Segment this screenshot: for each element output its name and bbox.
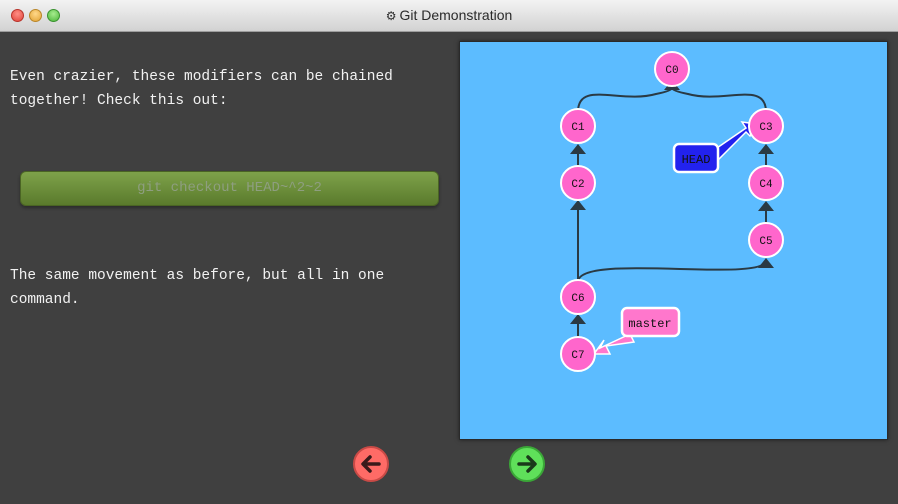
commit-c1-label: C1 <box>571 122 585 134</box>
lesson-outro-text: The same movement as before, but all in … <box>10 268 385 308</box>
head-ref[interactable]: HEAD <box>672 121 758 174</box>
commit-c3[interactable]: C3 <box>748 108 784 144</box>
commit-c3-label: C3 <box>759 122 772 134</box>
minimize-window-button[interactable] <box>29 9 42 22</box>
previous-button[interactable] <box>353 446 389 482</box>
commit-c7[interactable]: C7 <box>560 336 596 372</box>
commit-c0[interactable]: C0 <box>654 51 690 87</box>
commit-c0-label: C0 <box>665 65 678 77</box>
commit-c2[interactable]: C2 <box>560 165 596 201</box>
edge-c1-c0 <box>577 87 673 113</box>
lesson-intro-text: Even crazier, these modifiers can be cha… <box>10 69 393 109</box>
commit-c6-label: C6 <box>571 293 584 305</box>
master-ref-label: master <box>628 317 671 331</box>
arrow-c2 <box>570 200 586 210</box>
head-ref-label: HEAD <box>682 153 711 167</box>
next-button[interactable] <box>509 446 545 482</box>
master-ref-arrow <box>592 333 636 355</box>
window-title: ⚙Git Demonstration <box>0 7 898 23</box>
previous-arrow-icon <box>361 455 381 473</box>
arrow-c1 <box>570 144 586 154</box>
next-arrow-icon <box>517 455 537 473</box>
commit-c7-label: C7 <box>571 350 584 362</box>
edge-c6-c5 <box>577 259 767 283</box>
commit-c5-label: C5 <box>759 236 772 248</box>
master-ref[interactable]: master <box>592 306 681 355</box>
window-titlebar: ⚙Git Demonstration <box>0 0 898 32</box>
git-graph: HEAD master C0 C1 C2 C3 <box>560 51 784 372</box>
close-window-button[interactable] <box>11 9 24 22</box>
maximize-window-button[interactable] <box>47 9 60 22</box>
arrow-c3 <box>758 144 774 154</box>
commit-c2-label: C2 <box>571 179 584 191</box>
commit-c4[interactable]: C4 <box>748 165 784 201</box>
arrow-c4 <box>758 201 774 211</box>
commit-c4-label: C4 <box>759 179 773 191</box>
gear-icon: ⚙ <box>385 9 397 23</box>
commit-c1[interactable]: C1 <box>560 108 596 144</box>
arrow-c5 <box>758 258 774 268</box>
command-button[interactable]: git checkout HEAD~^2~2 <box>20 171 439 206</box>
commit-c6[interactable]: C6 <box>560 279 596 315</box>
arrow-c6 <box>570 314 586 324</box>
edge-c3-c0 <box>671 87 767 113</box>
window-title-text: Git Demonstration <box>399 7 513 23</box>
commit-c5[interactable]: C5 <box>748 222 784 258</box>
git-graph-canvas: HEAD master C0 C1 C2 C3 <box>459 41 888 440</box>
